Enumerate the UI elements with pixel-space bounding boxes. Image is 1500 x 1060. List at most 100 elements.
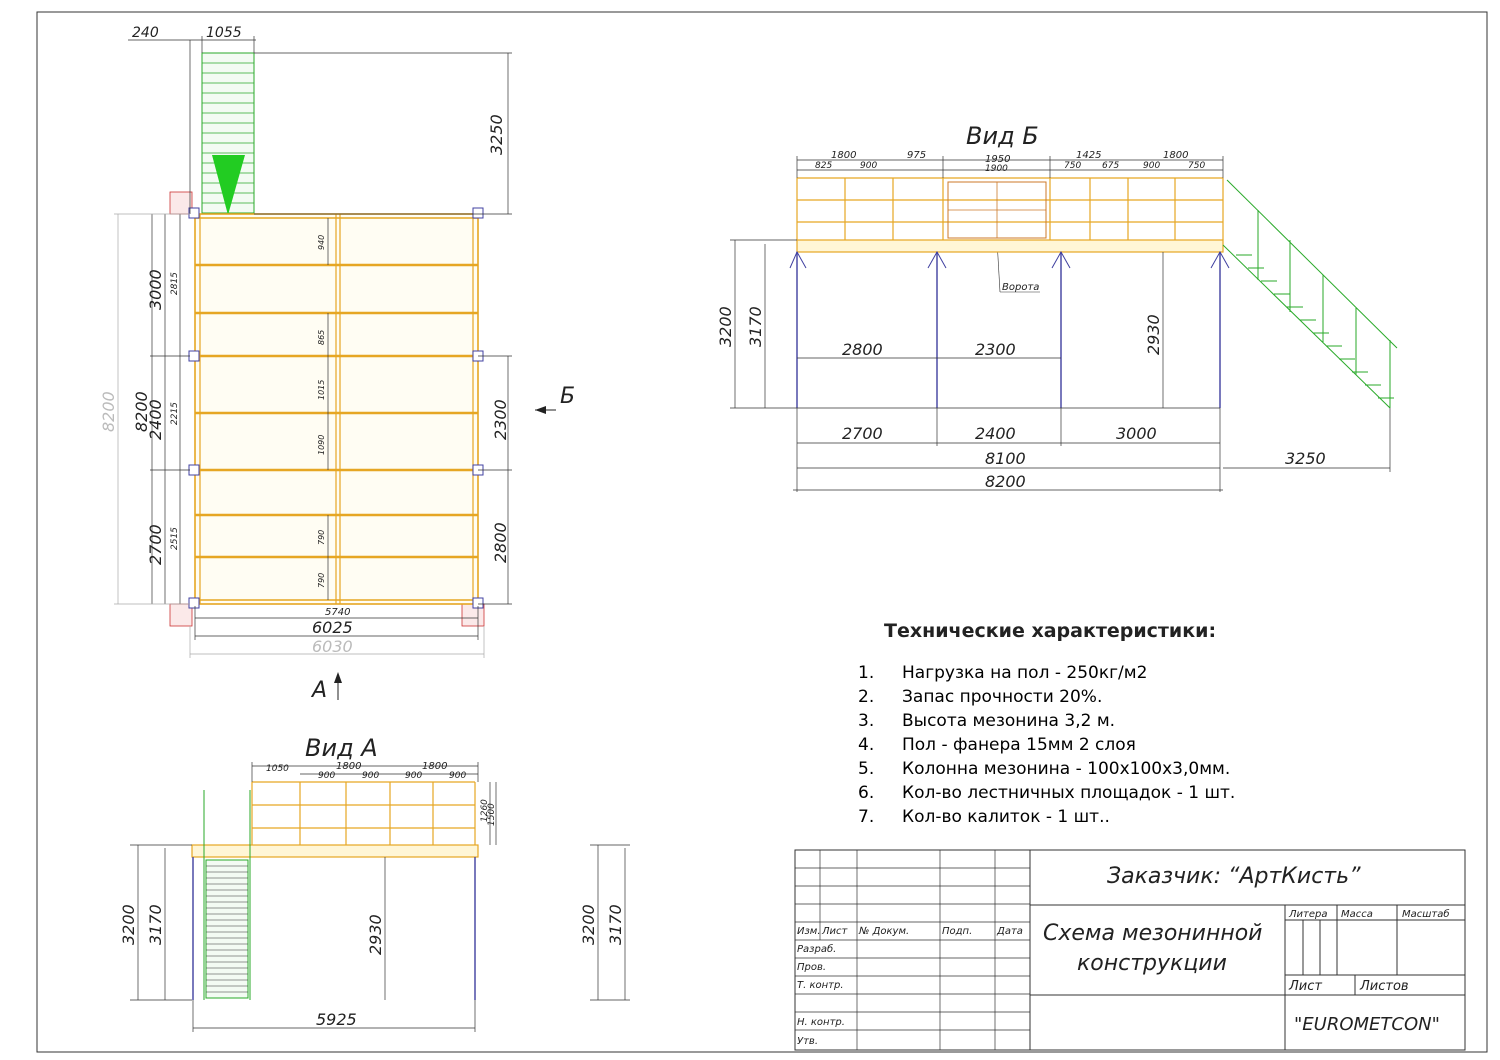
svg-text:2.: 2. xyxy=(858,687,874,707)
view-b-dim-3170: 3170 xyxy=(746,306,765,347)
view-b-dim-2400: 2400 xyxy=(975,424,1016,443)
view-a-dim-3170: 3170 xyxy=(146,904,165,945)
svg-text:Нагрузка на пол - 250кг/м2: Нагрузка на пол - 250кг/м2 xyxy=(902,663,1147,683)
title-block xyxy=(794,849,1466,1051)
view-a-dim-1500: 1500 xyxy=(487,803,497,826)
dim-240: 240 xyxy=(132,25,159,41)
view-a: Вид А xyxy=(119,734,630,1032)
dim-865: 865 xyxy=(317,330,326,345)
spec-item-6: 6.Кол-во лестничных площадок - 1 шт. xyxy=(858,783,1235,803)
view-b-dim-2800: 2800 xyxy=(842,340,883,359)
plan-dim-lines-grey xyxy=(114,213,485,658)
view-b-dim-750b: 750 xyxy=(1188,161,1205,171)
dim-3000: 3000 xyxy=(146,269,165,310)
view-b-dim-lines xyxy=(730,156,1391,492)
sheet-label: Лист xyxy=(1288,979,1322,994)
stair-direction-arrow-icon xyxy=(212,155,245,215)
svg-text:3.: 3. xyxy=(858,711,874,731)
svg-text:7.: 7. xyxy=(858,807,874,827)
spec-item-5: 5. Колонна мезонина - 100х100х3,0мм. xyxy=(858,759,1230,779)
svg-text:Колонна мезонина - 100х100х3,0: Колонна мезонина - 100х100х3,0мм. xyxy=(902,759,1230,779)
view-b-dim-675: 675 xyxy=(1102,161,1119,171)
row-razrab: Разраб. xyxy=(797,943,836,955)
view-a-dim-5925: 5925 xyxy=(316,1010,357,1029)
view-b-dim-1900: 1900 xyxy=(985,164,1008,174)
dim-1090: 1090 xyxy=(317,435,326,455)
view-b-dim-900b: 900 xyxy=(1143,161,1160,171)
col-date: Дата xyxy=(996,926,1023,937)
dim-2400: 2400 xyxy=(146,399,165,440)
dim-2815: 2815 xyxy=(170,272,180,295)
view-b-dim-1425: 1425 xyxy=(1076,150,1101,161)
view-b-dim-825: 825 xyxy=(815,161,832,171)
view-marker-a: А xyxy=(310,672,342,703)
view-a-railing xyxy=(251,781,476,845)
view-b-deck xyxy=(796,239,1224,253)
plan-view: 240 1055 3250 8200 8200 3000 2400 2700 2… xyxy=(99,25,575,703)
view-b-dim-750a: 750 xyxy=(1064,161,1081,171)
view-b-dim-3000: 3000 xyxy=(1116,424,1157,443)
dim-940: 940 xyxy=(317,235,326,250)
col-izm: Изм. xyxy=(797,926,821,937)
gate-label: Ворота xyxy=(1002,282,1039,293)
view-b-dim-2700: 2700 xyxy=(842,424,883,443)
view-b-dim-3250: 3250 xyxy=(1285,449,1326,468)
view-a-dim-3170-right: 3170 xyxy=(606,904,625,945)
view-b-columns xyxy=(796,252,1221,408)
spec-item-3: 3. Высота мезонина 3,2 м. xyxy=(858,711,1115,731)
spec-item-1: 1.Нагрузка на пол - 250кг/м2 xyxy=(858,663,1147,683)
dim-1015: 1015 xyxy=(317,380,326,400)
view-a-title: Вид А xyxy=(305,734,378,762)
svg-text:Пол - фанера 15мм 2 слоя: Пол - фанера 15мм 2 слоя xyxy=(902,735,1136,755)
customer-name: Заказчик: “АртКисть” xyxy=(1107,864,1361,889)
dim-1055: 1055 xyxy=(206,25,242,41)
svg-text:Высота мезонина 3,2 м.: Высота мезонина 3,2 м. xyxy=(902,711,1115,731)
svg-text:А: А xyxy=(310,678,327,703)
view-b-dim-8200: 8200 xyxy=(985,472,1026,491)
view-b-dim-2930: 2930 xyxy=(1144,314,1163,355)
svg-text:Запас прочности 20%.: Запас прочности 20%. xyxy=(902,687,1102,707)
dim-2300-plan: 2300 xyxy=(491,399,510,440)
view-b-railing xyxy=(796,177,1224,240)
dim-6030: 6030 xyxy=(312,637,353,656)
spec-list: Технические характеристики: 1.Нагрузка н… xyxy=(858,620,1235,827)
plan-dim-lines xyxy=(128,36,512,640)
view-a-dim-1800b: 1800 xyxy=(422,761,447,772)
spec-item-4: 4.Пол - фанера 15мм 2 слоя xyxy=(858,735,1136,755)
view-b-dim-1950: 1950 xyxy=(985,154,1010,165)
dim-8200-grey: 8200 xyxy=(99,391,118,432)
view-b-dim-900a: 900 xyxy=(860,161,877,171)
view-b-braces xyxy=(789,250,1230,269)
view-a-dim-1800a: 1800 xyxy=(336,761,361,772)
row-nkontr: Н. контр. xyxy=(797,1017,845,1028)
dim-2700: 2700 xyxy=(146,524,165,565)
spec-item-7: 7. Кол-во калиток - 1 шт.. xyxy=(858,807,1110,827)
dim-790-b: 790 xyxy=(317,573,326,588)
view-a-dim-900c: 900 xyxy=(405,771,422,781)
masshtab-label: Масштаб xyxy=(1402,908,1450,920)
title-block-text: Заказчик: “АртКисть” Схема мезонинной ко… xyxy=(797,864,1450,1047)
view-b-dim-3200: 3200 xyxy=(716,306,735,347)
drawing-title-1: Схема мезонинной xyxy=(1043,921,1262,946)
view-b-title: Вид Б xyxy=(966,122,1039,150)
svg-text:Кол-во калиток - 1 шт..: Кол-во калиток - 1 шт.. xyxy=(902,807,1110,827)
dim-8200: 8200 xyxy=(132,391,151,432)
view-a-dim-900a: 900 xyxy=(318,771,335,781)
svg-text:5.: 5. xyxy=(858,759,874,779)
view-a-dim-3200-right: 3200 xyxy=(579,904,598,945)
massa-label: Масса xyxy=(1341,909,1373,920)
view-b-dim-2300: 2300 xyxy=(975,340,1016,359)
dim-2215: 2215 xyxy=(170,402,180,425)
view-b-dim-8100: 8100 xyxy=(985,449,1026,468)
svg-text:Б: Б xyxy=(560,384,575,409)
company-name: "EUROMETCON" xyxy=(1294,1014,1440,1035)
sheet-border xyxy=(36,11,1488,1053)
dim-2800-plan: 2800 xyxy=(491,522,510,563)
view-a-dim-2930: 2930 xyxy=(366,914,385,955)
view-a-columns xyxy=(192,857,476,1000)
svg-text:Кол-во лестничных площадок - 1: Кол-во лестничных площадок - 1 шт. xyxy=(902,783,1235,803)
view-a-deck xyxy=(191,844,479,858)
spec-item-2: 2. Запас прочности 20%. xyxy=(858,687,1102,707)
view-marker-b: Б xyxy=(535,384,575,414)
